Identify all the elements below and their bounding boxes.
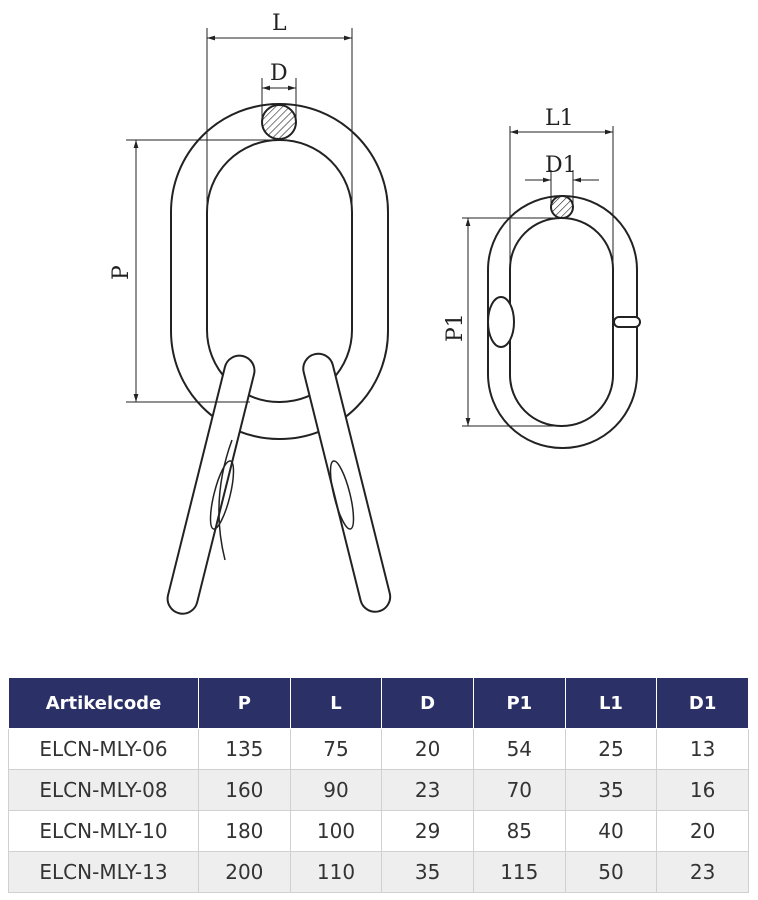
cell-d1: 23 bbox=[656, 851, 749, 893]
cell-d1: 16 bbox=[656, 769, 749, 811]
master-link-dimensions bbox=[126, 28, 353, 403]
dim-label-l: L bbox=[272, 11, 287, 36]
cell-l: 110 bbox=[289, 851, 383, 893]
dim-label-p1: P1 bbox=[443, 313, 468, 342]
cell-artikelcode: ELCN-MLY-13 bbox=[8, 851, 199, 893]
cell-l1: 25 bbox=[564, 728, 658, 770]
dim-label-p: P bbox=[109, 265, 134, 280]
header-p: P bbox=[198, 677, 291, 729]
dim-label-d1: D1 bbox=[545, 153, 577, 178]
cell-l1: 40 bbox=[564, 810, 658, 852]
cell-d1: 20 bbox=[656, 810, 749, 852]
cell-d: 20 bbox=[381, 728, 474, 770]
header-p1: P1 bbox=[472, 677, 566, 729]
cell-d: 23 bbox=[381, 769, 474, 811]
cell-p: 160 bbox=[198, 769, 291, 811]
cell-p: 180 bbox=[198, 810, 291, 852]
cell-artikelcode: ELCN-MLY-06 bbox=[8, 728, 199, 770]
cell-d: 35 bbox=[381, 851, 474, 893]
cell-p: 200 bbox=[198, 851, 291, 893]
cross-section-d bbox=[261, 104, 297, 140]
table-header-row: Artikelcode P L D P1 L1 D1 bbox=[8, 677, 749, 729]
sub-link-inner bbox=[509, 217, 614, 427]
header-d: D bbox=[381, 677, 474, 729]
cell-p1: 70 bbox=[472, 769, 566, 811]
dim-label-d: D bbox=[270, 61, 288, 86]
sub-link-weld-right bbox=[613, 316, 641, 328]
table-row: ELCN-MLY-13 200 110 35 115 50 23 bbox=[8, 851, 749, 893]
table-row: ELCN-MLY-08 160 90 23 70 35 16 bbox=[8, 769, 749, 811]
header-artikelcode: Artikelcode bbox=[8, 677, 199, 729]
header-d1: D1 bbox=[656, 677, 749, 729]
sub-link-dimensions bbox=[462, 126, 614, 427]
cell-p1: 54 bbox=[472, 728, 566, 770]
dim-label-l1: L1 bbox=[545, 106, 574, 131]
table-row: ELCN-MLY-10 180 100 29 85 40 20 bbox=[8, 810, 749, 852]
cell-artikelcode: ELCN-MLY-10 bbox=[8, 810, 199, 852]
specification-table: Artikelcode P L D P1 L1 D1 ELCN-MLY-06 1… bbox=[8, 677, 749, 893]
cell-l1: 50 bbox=[564, 851, 658, 893]
master-link-outer bbox=[170, 103, 389, 440]
cell-artikelcode: ELCN-MLY-08 bbox=[8, 769, 199, 811]
cell-l: 75 bbox=[289, 728, 383, 770]
technical-drawing: L D P L1 D1 P1 bbox=[109, 11, 641, 615]
cell-l: 100 bbox=[289, 810, 383, 852]
cross-section-d1 bbox=[550, 195, 574, 219]
sub-link-weld-left bbox=[487, 296, 515, 348]
cell-l1: 35 bbox=[564, 769, 658, 811]
sub-link-left bbox=[166, 354, 256, 615]
header-l1: L1 bbox=[564, 677, 658, 729]
header-l: L bbox=[289, 677, 383, 729]
cell-d: 29 bbox=[381, 810, 474, 852]
cell-p1: 115 bbox=[472, 851, 566, 893]
cell-p1: 85 bbox=[472, 810, 566, 852]
cell-p: 135 bbox=[198, 728, 291, 770]
sub-link-drawing bbox=[487, 195, 641, 449]
cell-l: 90 bbox=[289, 769, 383, 811]
table-row: ELCN-MLY-06 135 75 20 54 25 13 bbox=[8, 728, 749, 770]
cell-d1: 13 bbox=[656, 728, 749, 770]
master-link-drawing bbox=[166, 103, 392, 615]
